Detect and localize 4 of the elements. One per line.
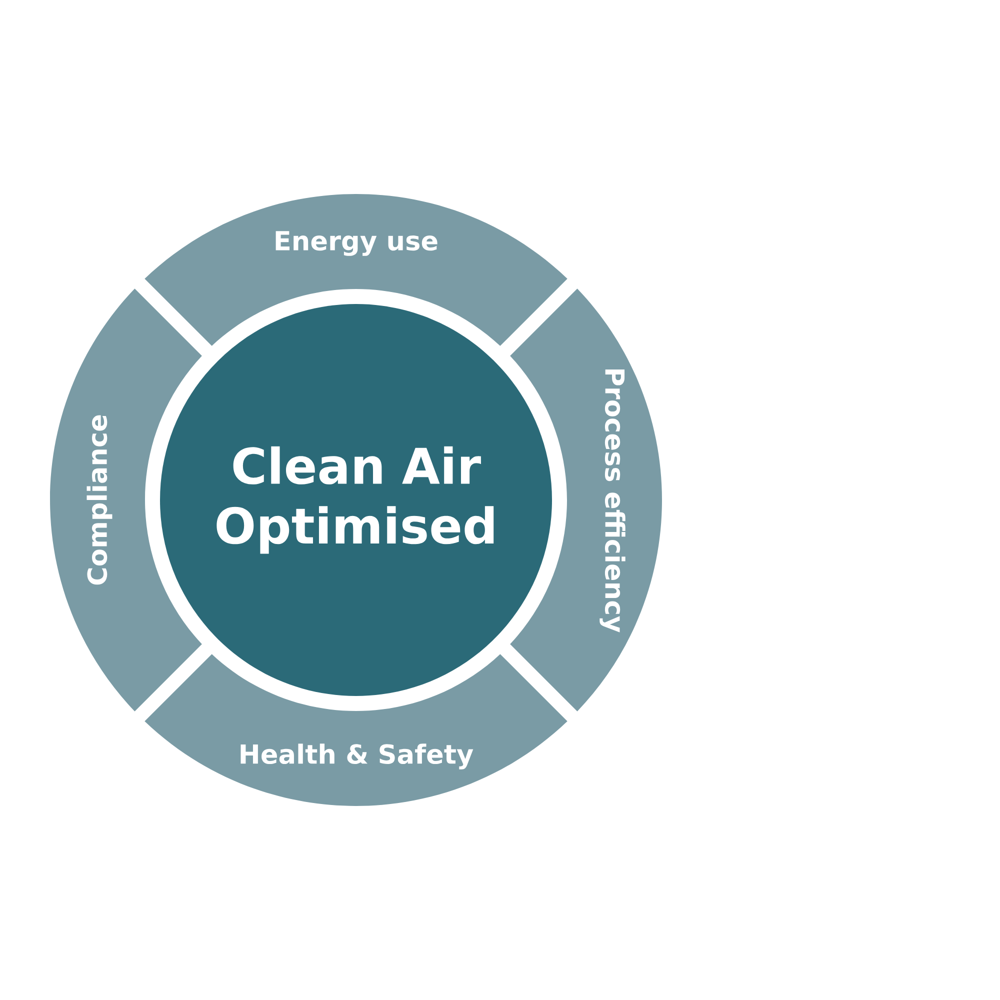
ring-segment: Health & Safety (144, 654, 568, 806)
ring-segment: Compliance (50, 288, 202, 712)
ring-segment: Process efficiency (510, 288, 662, 712)
ring-segment: Energy use (144, 194, 568, 346)
